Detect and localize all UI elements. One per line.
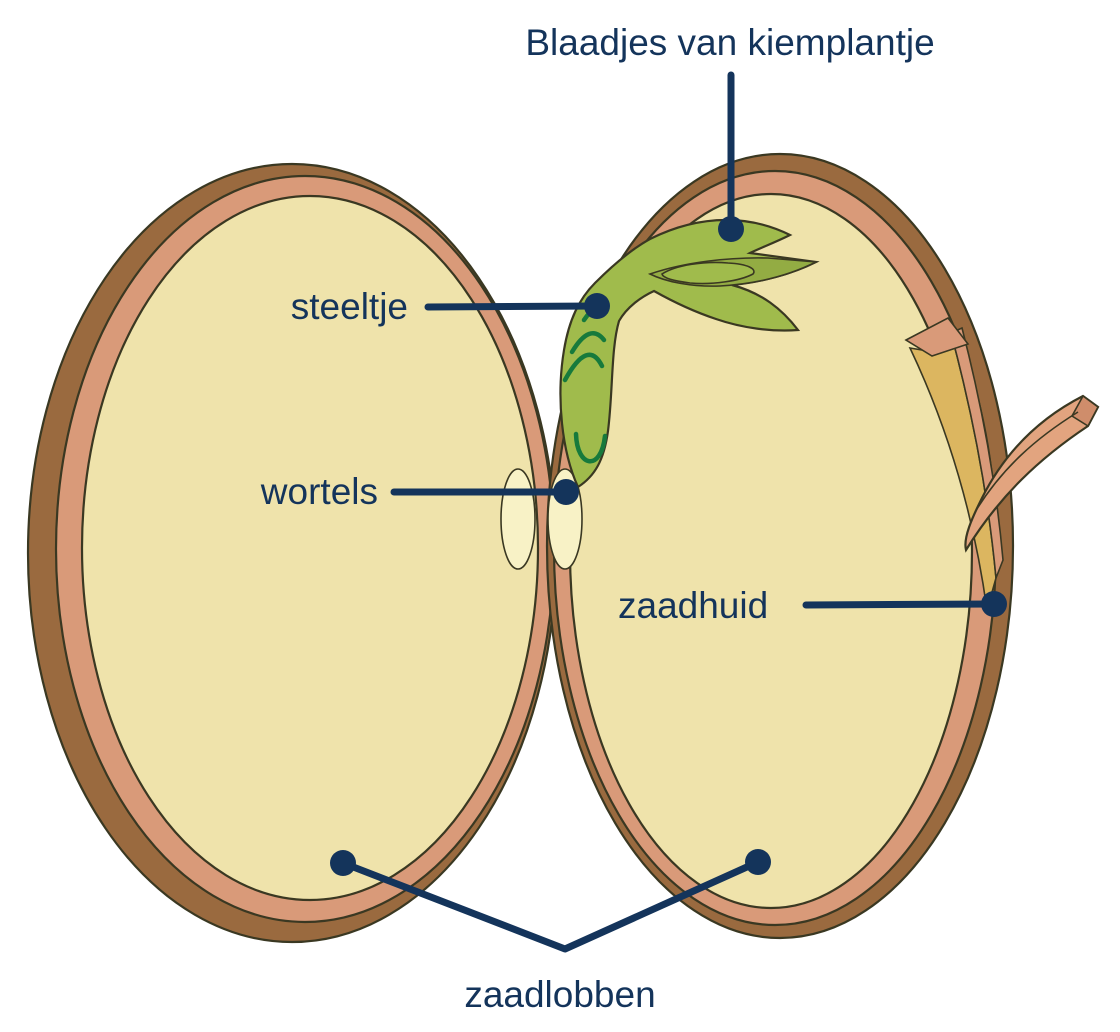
leader-dot-cotyledon-left	[330, 850, 356, 876]
annotations	[330, 71, 1007, 953]
leader-line-cotyledons	[339, 858, 762, 953]
left-cotyledon	[80, 194, 540, 902]
leader-line-seed-coat	[802, 600, 998, 609]
right-seed-half	[545, 152, 1100, 940]
seedling	[559, 218, 820, 489]
seedling-rolled-leaf	[661, 261, 755, 285]
label-seed-coat: zaadhuid	[618, 585, 769, 626]
label-leaves: Blaadjes van kiemplantje	[525, 22, 935, 63]
left-seed-half	[26, 162, 558, 944]
leader-dot-roots	[553, 479, 579, 505]
stem-vein	[573, 431, 608, 464]
leader-line-stem	[424, 302, 601, 311]
leader-dot-leaves	[718, 216, 744, 242]
leader-dot-seed-coat	[981, 591, 1007, 617]
label-stem: steeltje	[290, 286, 408, 327]
leader-dot-stem	[584, 293, 610, 319]
seed-coat-flap-tip	[1070, 394, 1100, 428]
label-cotyledons: zaadlobben	[464, 974, 656, 1015]
stem-vein	[569, 331, 607, 355]
label-roots: wortels	[260, 471, 378, 512]
coat-notch	[904, 316, 970, 357]
stem-vein	[562, 352, 605, 383]
leader-dot-cotyledon-right	[745, 849, 771, 875]
seed-coat-flap-ridge	[974, 411, 1079, 513]
root-left	[500, 468, 536, 570]
